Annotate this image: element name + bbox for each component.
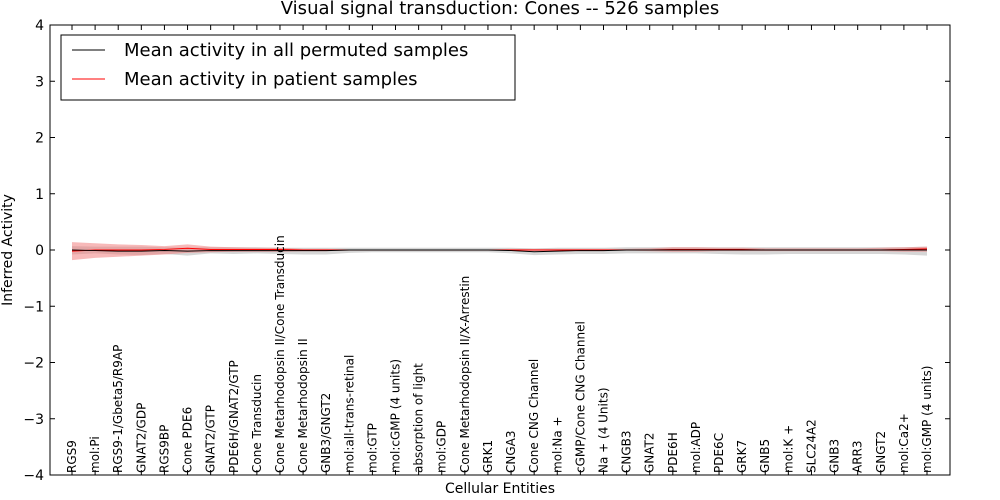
category-label: CNGB3	[620, 430, 634, 473]
band-1	[72, 242, 927, 261]
category-label: absorption of light	[412, 363, 426, 473]
category-label: mol:GDP	[435, 421, 449, 473]
category-label: PDE6H	[666, 432, 680, 473]
y-tick-label: −2	[23, 356, 44, 372]
category-label: RGS9	[65, 440, 79, 473]
category-label: GNAT2/GTP	[204, 405, 218, 473]
y-tick-label: −4	[23, 468, 44, 484]
y-tick-label: 2	[35, 131, 44, 147]
y-tick-label: 3	[35, 74, 44, 90]
legend: Mean activity in all permuted samples Me…	[60, 34, 516, 101]
category-label: GRK1	[481, 440, 495, 473]
chart-title: Visual signal transduction: Cones -- 526…	[281, 0, 719, 19]
category-label: PDE6C	[712, 433, 726, 473]
category-label: RGS9BP	[157, 425, 171, 473]
y-tick-label: 4	[35, 18, 44, 34]
category-label: GNB3	[828, 439, 842, 473]
category-label: Na + (4 Units)	[596, 387, 610, 473]
category-label: mol:all-trans-retinal	[342, 355, 356, 473]
category-label: cGMP/Cone CNG Channel	[573, 321, 587, 473]
category-label: Cone PDE6	[181, 407, 195, 473]
category-label: mol:Na +	[550, 416, 564, 473]
y-tick-label: 1	[35, 187, 44, 203]
category-label: PDE6H/GNAT2/GTP	[227, 360, 241, 473]
y-tick-label: −1	[23, 299, 44, 315]
category-label: Cone CNG Channel	[527, 359, 541, 473]
category-label: RGS9-1/Gbeta5/R9AP	[111, 345, 125, 473]
category-label: GRK7	[735, 440, 749, 473]
y-tick-label: −3	[23, 412, 44, 428]
category-label: GNAT2	[643, 432, 657, 473]
confidence-bands	[72, 242, 927, 261]
x-axis-label: Cellular Entities	[445, 481, 555, 497]
category-label: Cone Metarhodopsin II/X-Arrestin	[458, 276, 472, 473]
legend-label-permuted: Mean activity in all permuted samples	[124, 40, 468, 61]
y-axis: −4 −3 −2 −1 0 1 2 3 4	[23, 18, 950, 484]
category-label: GNGT2	[874, 431, 888, 473]
series-line-0	[71, 249, 927, 253]
y-axis-label: Inferred Activity	[0, 194, 16, 306]
category-label: mol:GTP	[365, 423, 379, 473]
category-label: ARR3	[851, 440, 865, 473]
category-label: Cone Transducin	[250, 374, 264, 473]
category-label: GNAT2/GDP	[134, 403, 148, 473]
category-labels: RGS9 mol:Pi RGS9-1/Gbeta5/R9AP GNAT2/GDP RGS…	[65, 235, 934, 473]
legend-label-patient: Mean activity in patient samples	[124, 69, 418, 90]
category-label: mol:cGMP (4 units)	[389, 359, 403, 473]
category-label: mol:Pi	[88, 436, 102, 473]
category-label: mol:ADP	[689, 422, 703, 473]
legend-box	[60, 34, 516, 101]
x-axis	[71, 25, 928, 475]
category-label: Cone Metarhodopsin II	[296, 338, 310, 473]
category-label: SLC24A2	[804, 419, 818, 473]
category-label: mol:Ca2+	[897, 413, 911, 473]
category-label: GNB5	[758, 439, 772, 473]
y-tick-label: 0	[35, 243, 44, 259]
category-label: mol:GMP (4 units)	[920, 366, 934, 473]
category-label: CNGA3	[504, 431, 518, 474]
category-label: mol:K +	[781, 425, 795, 473]
category-label: Cone Metarhodopsin II/Cone Transducin	[273, 235, 287, 473]
category-label: GNB3/GNGT2	[319, 393, 333, 473]
series-lines	[71, 247, 928, 253]
